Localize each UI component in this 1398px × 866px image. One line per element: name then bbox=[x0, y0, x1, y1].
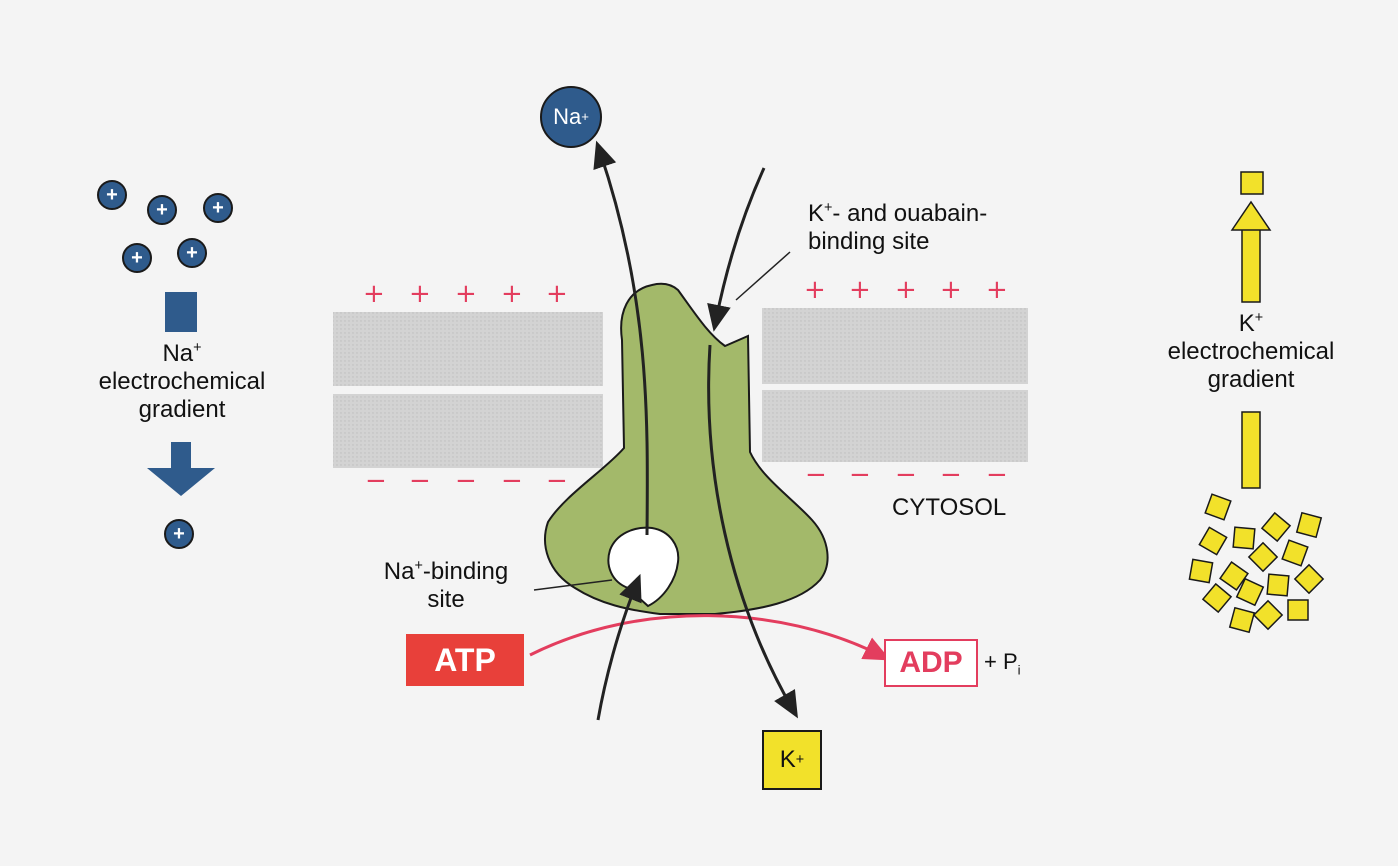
outer-charge-plus: + bbox=[455, 279, 477, 309]
na-site-leader-line bbox=[533, 579, 613, 591]
na-entry-arrow bbox=[596, 573, 642, 721]
membrane-left bbox=[333, 312, 603, 468]
atp-label: ATP bbox=[406, 634, 524, 686]
outer-charge-plus: + bbox=[363, 279, 385, 309]
inner-charge-minus: − bbox=[986, 460, 1008, 490]
inner-charge-minus: − bbox=[895, 460, 917, 490]
k-ion-imported: K+ bbox=[762, 730, 822, 790]
na-gradient-label: Na+ electrochemical gradient bbox=[98, 340, 266, 423]
inner-charge-minus: − bbox=[849, 460, 871, 490]
na-binding-site-label: Na+-binding site bbox=[383, 558, 509, 613]
inner-charge-minus: − bbox=[805, 460, 827, 490]
inner-charge-minus: − bbox=[546, 466, 568, 496]
outer-charge-plus: + bbox=[940, 275, 962, 305]
outer-charge-plus: + bbox=[986, 275, 1008, 305]
na-gradient-arrow bbox=[147, 292, 215, 496]
outer-charge-plus: + bbox=[895, 275, 917, 305]
k-gradient-arrow bbox=[1230, 171, 1272, 489]
k-ouabain-binding-site-label: K+- and ouabain- binding site bbox=[808, 200, 988, 255]
inner-charge-minus: − bbox=[940, 460, 962, 490]
pump-protein bbox=[544, 282, 829, 615]
na-ion: + bbox=[97, 180, 127, 210]
outer-charge-plus: + bbox=[409, 279, 431, 309]
atp-to-adp-arrow bbox=[529, 614, 891, 661]
phosphate-label: + Pi bbox=[984, 649, 1021, 678]
outer-charge-plus: + bbox=[804, 275, 826, 305]
adp-label: ADP bbox=[884, 639, 978, 687]
cytosol-label: CYTOSOL bbox=[892, 494, 1007, 521]
inner-charge-minus: − bbox=[365, 466, 387, 496]
membrane-right bbox=[762, 308, 1028, 462]
k-site-leader-line bbox=[735, 251, 791, 301]
inner-charge-minus: − bbox=[455, 466, 477, 496]
k-transport-arrow bbox=[707, 344, 798, 719]
inner-charge-minus: − bbox=[501, 466, 523, 496]
na-ion: + bbox=[147, 195, 177, 225]
na-ion: + bbox=[177, 238, 207, 268]
na-ion-exported: Na+ bbox=[540, 86, 602, 148]
outer-charge-plus: + bbox=[501, 279, 523, 309]
k-gradient-label: K+ electrochemical gradient bbox=[1167, 310, 1335, 393]
na-ion: + bbox=[164, 519, 194, 549]
k-entry-arrow bbox=[707, 167, 766, 332]
outer-charge-plus: + bbox=[546, 279, 568, 309]
na-ion: + bbox=[122, 243, 152, 273]
na-transport-arrow bbox=[593, 140, 649, 536]
k-ion-cluster bbox=[1188, 493, 1325, 634]
na-ion: + bbox=[203, 193, 233, 223]
inner-charge-minus: − bbox=[409, 466, 431, 496]
outer-charge-plus: + bbox=[849, 275, 871, 305]
